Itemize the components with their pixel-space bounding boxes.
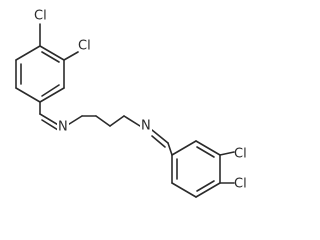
bond <box>109 115 125 127</box>
atom-label-n: N <box>58 120 68 135</box>
atom-label-cl: Cl <box>78 39 91 54</box>
atom-label-cl: Cl <box>234 177 247 192</box>
double-bond-imine-left <box>39 113 61 127</box>
bond <box>39 87 65 103</box>
bond <box>195 182 221 198</box>
double-bond-inner <box>41 84 60 97</box>
right-benzene-ring <box>171 140 221 198</box>
bond <box>171 140 197 156</box>
bond <box>195 140 221 156</box>
atom-label-cl: Cl <box>34 9 47 24</box>
bond <box>171 182 197 198</box>
bond-cl-top-b <box>63 51 79 61</box>
bond <box>15 87 41 103</box>
atom-label-n: N <box>141 119 151 134</box>
double-bond-imine-right <box>151 135 166 148</box>
double-bond-inner <box>196 146 215 158</box>
double-bond-inner <box>196 180 215 192</box>
double-bond-inner <box>41 51 60 63</box>
left-benzene-ring <box>15 45 65 103</box>
bond-cl-bottom-a <box>219 151 235 156</box>
bond <box>167 142 173 156</box>
double-bond-imine-right <box>151 129 169 144</box>
bond <box>123 115 141 127</box>
bond <box>15 45 41 61</box>
atom-label-cl: Cl <box>234 147 247 162</box>
chemical-structure-diagram: Cl Cl N N Cl Cl <box>15 9 247 198</box>
bond <box>95 115 111 127</box>
double-bond-imine-left <box>41 119 59 131</box>
bond <box>39 45 65 61</box>
